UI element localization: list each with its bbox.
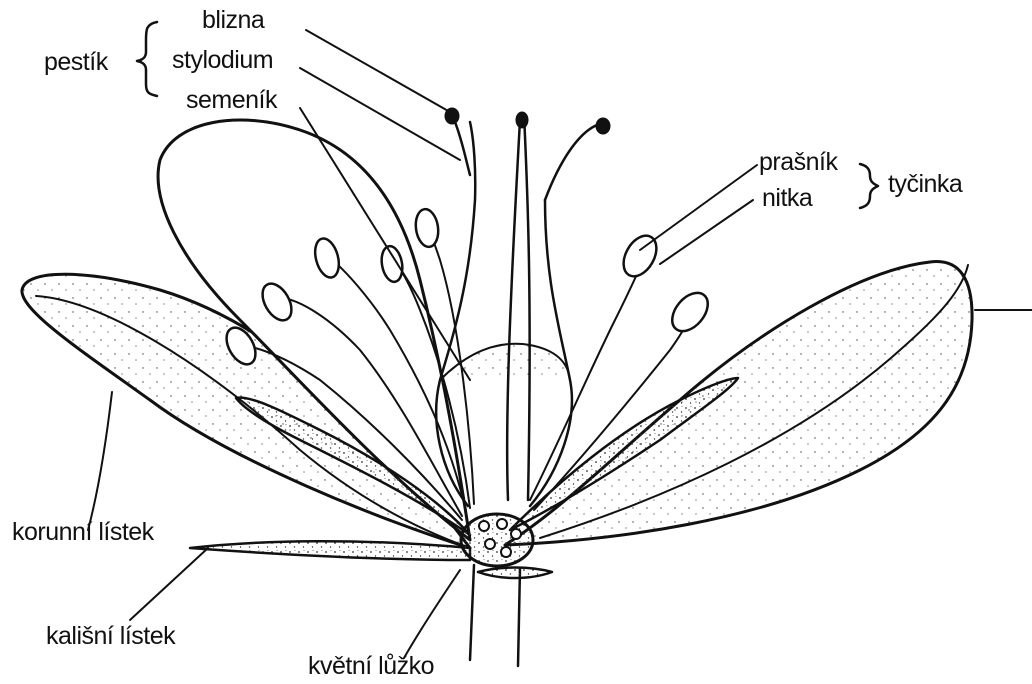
- stem: [470, 565, 520, 666]
- bracket-tycinka: [860, 164, 878, 208]
- label-tycinka: tyčinka: [888, 172, 962, 197]
- label-prasnik: prašník: [759, 150, 837, 175]
- label-pestik: pestík: [44, 50, 108, 75]
- label-kvetni-luzko: květní lůžko: [308, 654, 434, 679]
- label-nitka: nitka: [762, 186, 812, 211]
- label-kalisni-listek: kališní lístek: [46, 624, 175, 649]
- label-stylodium: stylodium: [172, 48, 273, 73]
- label-korunni-listek: korunní lístek: [12, 520, 154, 545]
- sepal-bottom: [190, 541, 470, 560]
- label-semenik: semeník: [186, 88, 277, 113]
- bracket-pestik: [137, 22, 157, 96]
- label-blizna: blizna: [202, 8, 264, 33]
- pistil: [436, 108, 610, 506]
